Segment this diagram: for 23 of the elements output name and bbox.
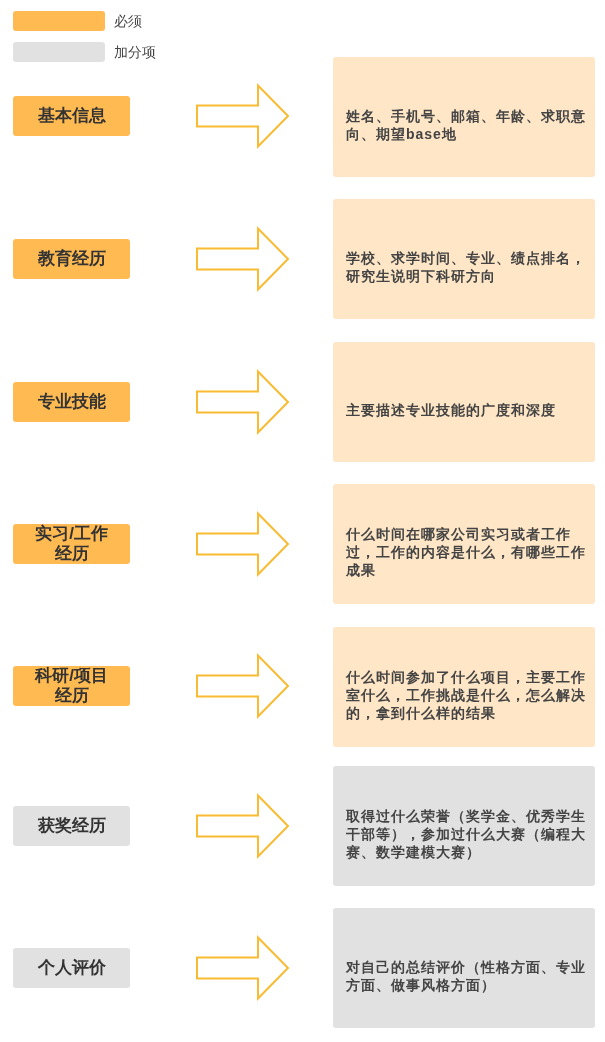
section-box: 实习/工作经历 xyxy=(13,524,130,564)
block-arrow xyxy=(196,935,290,1001)
description-box: 姓名、手机号、邮箱、年龄、求职意向、期望base地 xyxy=(333,57,595,177)
description-box: 学校、求学时间、专业、绩点排名，研究生说明下科研方向 xyxy=(333,199,595,319)
block-arrow xyxy=(196,653,290,719)
block-arrow xyxy=(196,83,290,149)
description-box: 什么时间参加了什么项目，主要工作室什么，工作挑战是什么，怎么解决的，拿到什么样的结果 xyxy=(333,627,595,747)
section-box: 科研/项目经历 xyxy=(13,666,130,706)
description-box: 什么时间在哪家公司实习或者工作过，工作的内容是什么，有哪些工作成果 xyxy=(333,484,595,604)
legend-label: 必须 xyxy=(114,12,142,31)
section-box: 教育经历 xyxy=(13,239,130,279)
block-arrow xyxy=(196,369,290,435)
section-box: 个人评价 xyxy=(13,948,130,988)
description-box: 取得过什么荣誉（奖学金、优秀学生干部等），参加过什么大赛（编程大赛、数学建模大赛） xyxy=(333,766,595,886)
section-box: 获奖经历 xyxy=(13,806,130,846)
block-arrow xyxy=(196,793,290,859)
description-box: 主要描述专业技能的广度和深度 xyxy=(333,342,595,462)
description-box: 对自己的总结评价（性格方面、专业方面、做事风格方面） xyxy=(333,908,595,1028)
block-arrow xyxy=(196,511,290,577)
block-arrow xyxy=(196,226,290,292)
legend-label: 加分项 xyxy=(114,43,156,62)
section-box: 专业技能 xyxy=(13,382,130,422)
section-box: 基本信息 xyxy=(13,96,130,136)
